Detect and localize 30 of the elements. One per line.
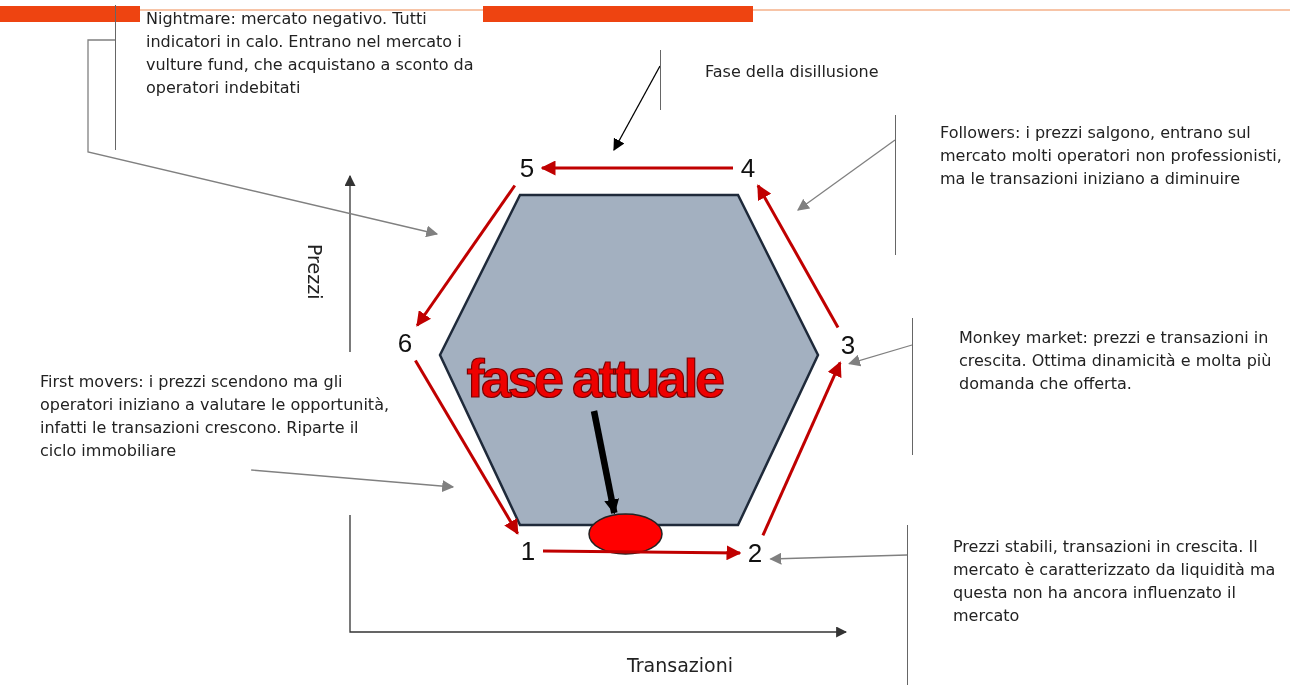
ellipse-marker: [588, 513, 663, 555]
vertex-number: 4: [736, 153, 760, 183]
callout-text: Monkey market: prezzi e transazioni in crescita. Ottima dinamicità e molta più domanda che offerta.: [912, 318, 1297, 455]
highlight-text: fase attuale: [444, 345, 744, 411]
cycle-arrow: [761, 361, 842, 536]
cycle-arrow: [540, 160, 733, 176]
callout-text: Nightmare: mercato negativo. Tutti indicatori in calo. Entrano nel mercato i vulture fund, che acquistano a sconto da operatori indebitati: [115, 5, 485, 150]
leader-line: [613, 65, 661, 152]
callout-text: First movers: i prezzi scendono ma gli operatori iniziano a valutare le opportunità, infatti le transazioni crescono. Riparte il ciclo immobiliare: [40, 370, 392, 470]
axis-label: Transazioni: [626, 654, 734, 676]
vertex-number: 2: [743, 538, 767, 568]
callout-text: Fase della disillusione: [660, 50, 950, 110]
callout-text: Prezzi stabili, transazioni in crescita. Il mercato è caratterizzato da liquidità ma questa non ha ancora influenzato il mercato: [907, 525, 1297, 685]
arrow: [590, 410, 619, 515]
hexagon-shape: [440, 195, 818, 525]
leader-line: [250, 469, 455, 493]
cycle-arrow: [414, 359, 519, 535]
cycle-arrow: [415, 184, 517, 327]
axis-label: Prezzi: [304, 244, 326, 300]
callout-text: Followers: i prezzi salgono, entrano sul mercato molti operatori non professionisti, ma le transazioni iniziano a diminuire: [895, 115, 1295, 255]
vertex-number: 1: [516, 536, 540, 566]
vertex-number: 5: [515, 153, 539, 183]
leader-line: [848, 344, 913, 367]
vertex-number: 3: [836, 330, 860, 360]
leader-line: [769, 552, 908, 565]
leader-line: [797, 139, 896, 211]
leader-line: [87, 39, 439, 238]
cycle-arrow: [543, 545, 742, 561]
cycle-arrow: [756, 184, 840, 329]
vertex-number: 6: [393, 328, 417, 358]
